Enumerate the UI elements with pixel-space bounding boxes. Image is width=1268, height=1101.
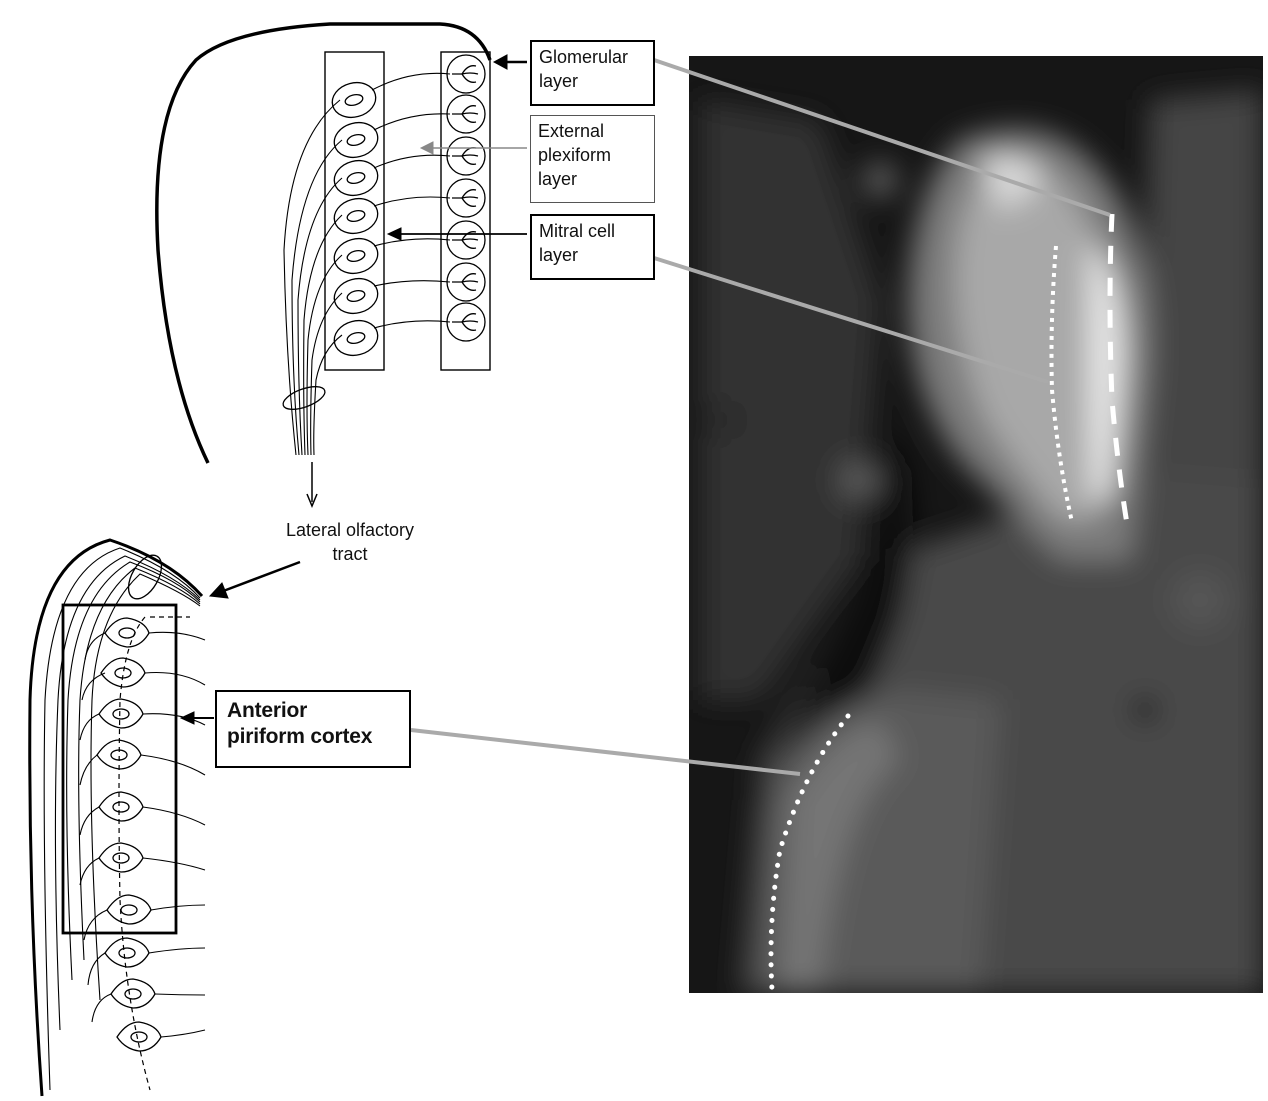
piriform-line-1: Anterior <box>227 698 399 724</box>
piriform-cortex-drawing <box>30 540 214 1096</box>
glomerular-line-1: Glomerular <box>539 45 646 69</box>
mitral-cells <box>328 78 381 360</box>
external-plexiform-line-1: External <box>538 119 647 143</box>
external-plexiform-line-3: layer <box>538 167 647 191</box>
external-plexiform-layer-label: External plexiform layer <box>530 115 655 203</box>
mitral-cell-line-1: Mitral cell <box>539 219 646 243</box>
glomeruli <box>447 55 485 341</box>
olfactory-bulb-drawing <box>157 24 527 598</box>
mitral-cell-layer-label: Mitral cell layer <box>530 214 655 280</box>
glomerular-layer-label: Glomerular layer <box>530 40 655 106</box>
mri-scan-image <box>689 56 1263 993</box>
pyramidal-cells <box>97 618 161 1051</box>
lot-line-1: Lateral olfactory <box>250 518 450 542</box>
mitral-cell-line-2: layer <box>539 243 646 267</box>
glomerular-line-2: layer <box>539 69 646 93</box>
lot-line-2: tract <box>250 542 450 566</box>
lateral-olfactory-tract-label: Lateral olfactory tract <box>250 518 450 566</box>
piriform-line-2: piriform cortex <box>227 724 399 750</box>
anterior-piriform-cortex-label: Anterior piriform cortex <box>215 690 411 768</box>
external-plexiform-line-2: plexiform <box>538 143 647 167</box>
